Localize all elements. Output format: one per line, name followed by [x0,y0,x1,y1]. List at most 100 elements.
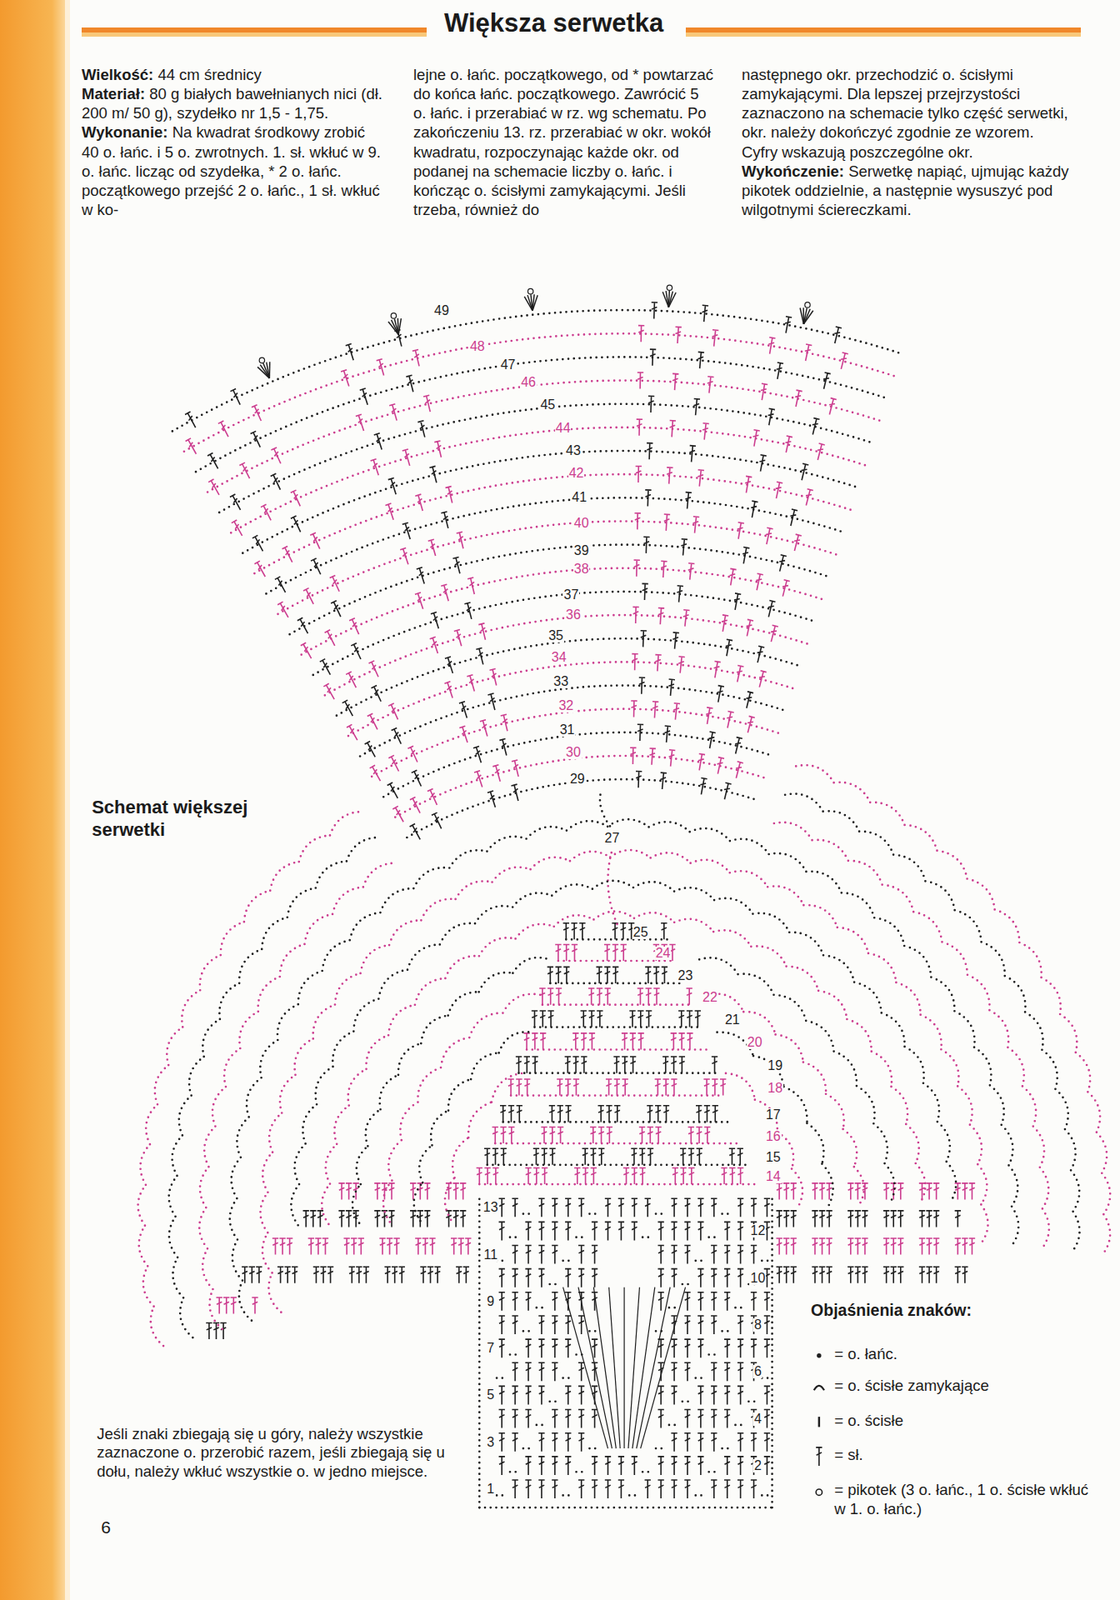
double-crochet-symbol [330,575,343,593]
double-crochet-symbol [499,1433,505,1452]
double-crochet-symbol [525,1385,531,1405]
double-crochet-symbol [573,1079,580,1096]
chain-stitches [748,1400,759,1403]
double-crochet-symbol [729,1148,735,1165]
double-crochet-symbol [355,414,367,432]
double-crochet-symbol [825,1266,832,1284]
double-crochet-symbol [855,1266,861,1284]
double-crochet-symbol [440,511,451,530]
double-crochet-symbol [578,1362,585,1381]
double-crochet-symbol [724,1480,730,1499]
double-crochet-symbol [838,352,849,370]
double-crochet-symbol [510,784,521,802]
double-crochet-symbol [277,601,291,620]
chain-stitches [589,1330,600,1333]
picot-symbol [666,285,672,290]
double-crochet-symbol [635,419,643,436]
row-number: 20 [746,1035,764,1050]
double-crochet-symbol [431,812,445,830]
double-crochet-symbol [524,1056,530,1074]
chain-stitches [172,310,904,431]
double-crochet-symbol [737,1245,744,1265]
chain-stitches [534,1025,700,1029]
chain-stitches [523,1447,534,1450]
double-crochet-symbol [646,1105,653,1123]
double-crochet-symbol [345,1183,352,1200]
chain-stitches [254,474,853,574]
double-crochet-symbol [551,1410,558,1429]
double-crochet-symbol [205,1323,212,1340]
double-crochet-symbol [582,1167,589,1185]
double-crochet-symbol [621,1033,628,1050]
double-crochet-symbol [696,351,705,369]
double-crochet-symbol [696,1148,703,1165]
double-crochet-symbol [890,1266,897,1284]
chain-stitches [695,1260,706,1263]
double-crochet-symbol [230,1297,237,1315]
double-crochet-symbol [933,1210,940,1228]
double-crochet-symbol [820,372,831,390]
chain-stitches [199,863,397,1330]
long-stitch [578,1287,612,1449]
double-crochet-symbol [570,923,577,940]
row-number: 49 [433,304,450,318]
section-label: Wykonanie: [81,123,168,141]
double-crochet-symbol [589,1033,595,1050]
chain-stitches [510,1353,520,1356]
double-crochet-symbol [724,1385,730,1405]
double-crochet-symbol [614,1105,620,1123]
double-crochet-symbol [325,630,338,648]
double-crochet-symbol [684,492,692,510]
double-crochet-symbol [539,988,545,1005]
double-crochet-symbol [710,1198,717,1217]
chain-stitches [774,822,1050,1250]
chain-stitches [699,957,895,1205]
double-crochet-symbol [678,1033,685,1050]
long-stitch [593,1287,616,1449]
row-number: 27 [603,831,620,845]
double-crochet-symbol [346,724,360,742]
double-crochet-symbol [557,1127,564,1145]
double-crochet-symbol [636,724,644,741]
double-crochet-symbol [774,362,784,380]
double-crochet-symbol [645,1198,651,1217]
row-number: 1 [485,1482,495,1496]
double-crochet-symbol [655,1079,661,1096]
double-crochet-symbol [704,1127,710,1145]
double-crochet-symbol [855,1238,861,1255]
double-crochet-symbol [565,1315,571,1335]
chain-stitches [184,333,897,452]
double-crochet-symbol [695,1010,701,1028]
double-crochet-symbol [861,1210,868,1228]
chain-stitches [478,1195,481,1509]
chain-stitches [487,1163,748,1166]
double-crochet-symbol [410,823,424,841]
double-crochet-symbol [763,527,773,545]
chain-stitches [563,1494,574,1497]
chain-stitches [589,1447,600,1450]
double-crochet-symbol [711,1056,718,1074]
chain-stitches [496,1376,507,1380]
double-crochet-symbol [598,1127,605,1145]
long-stitch [632,1287,655,1449]
double-crochet-symbol [684,1480,690,1499]
body-text: następnego okr. przechodzić o. ścisłymi … [741,65,1069,161]
double-crochet-symbol [764,1410,770,1429]
double-crochet-symbol [825,1238,832,1255]
double-crochet-symbol [430,611,442,630]
double-crochet-symbol [327,1266,334,1284]
chain-stitches [770,1195,774,1509]
double-crochet-symbol [703,1079,710,1096]
double-crochet-symbol [679,1056,685,1074]
chain-stitches [138,811,364,1346]
double-crochet-symbol [678,1010,685,1028]
double-crochet-symbol [925,1183,932,1200]
double-crochet-symbol [640,630,647,648]
double-crochet-symbol [215,1297,222,1315]
chain-stitches [576,1235,587,1239]
double-crochet-symbol [720,1079,726,1096]
chain-stitches [563,1376,574,1380]
chain-stitches [290,545,832,635]
double-crochet-symbol [711,1079,718,1096]
double-crochet-symbol [855,1210,861,1228]
